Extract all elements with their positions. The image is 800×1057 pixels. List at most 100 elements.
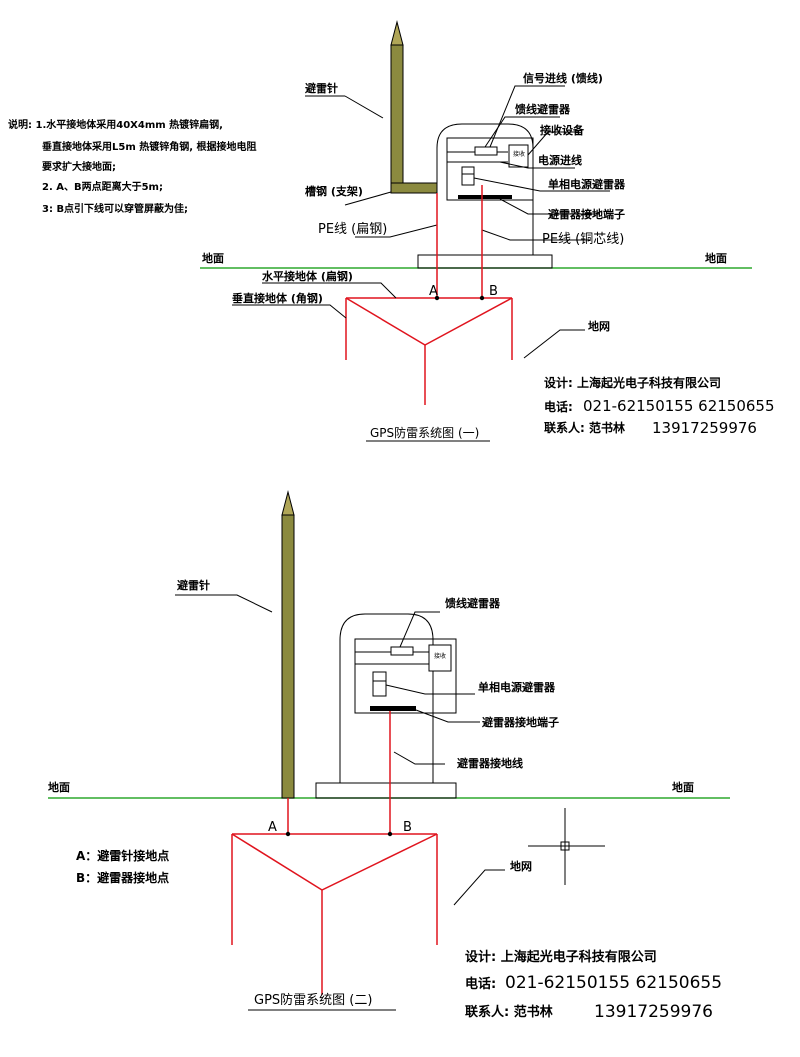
- contact-block-2: 设计: 上海起光电子科技有限公司 电话: 021-62150155 621506…: [465, 949, 722, 1022]
- diagram-2: 地面 地面 避雷针 接收 馈线避雷器 单相电源避雷器 避雷器接地: [48, 490, 730, 1022]
- ground-label-left-2: 地面: [48, 780, 70, 794]
- receiver-box-text: 接收: [513, 150, 525, 158]
- diagram-2-title: GPS防雷系统图 (二): [254, 992, 372, 1008]
- leader-vertical-electrode: [232, 304, 347, 319]
- lightning-rod-2: [281, 490, 295, 799]
- cabinet-base: [417, 254, 553, 269]
- label-arrester-terminal: 避雷器接地端子: [548, 207, 625, 221]
- label-pe-line-flat: PE线 (扁钢): [318, 222, 387, 237]
- grounding-grid-2: [231, 833, 438, 995]
- leader-channel-steel: [344, 191, 392, 206]
- label-feeder-arrester: 馈线避雷器: [515, 102, 571, 116]
- leader-feeder-arrester: [484, 116, 560, 148]
- contact-phone-label-2: 电话:: [465, 976, 496, 992]
- note-line-5: 3: B点引下线可以穿管屏蔽为佳;: [42, 202, 188, 215]
- point-a-dot: [434, 295, 440, 301]
- receiver-box-text-2: 接收: [434, 652, 446, 660]
- label-point-a: A: [429, 284, 438, 299]
- label-feeder-arrester-2: 馈线避雷器: [445, 596, 501, 610]
- leader-single-phase-2: [385, 684, 475, 695]
- cabinet-base-2: [315, 782, 457, 799]
- equipment-cabinet: 接收: [417, 123, 553, 269]
- single-phase-arrester-device: [461, 166, 475, 186]
- feeder-arrester-device-2: [390, 646, 414, 656]
- feeder-arrester-device: [474, 146, 498, 156]
- label-vertical-electrode: 垂直接地体 (角钢): [232, 291, 323, 305]
- legend-point-a: A：避雷针接地点: [76, 848, 169, 863]
- equipment-panel: [446, 137, 534, 201]
- legend-point-b: B：避雷器接地点: [76, 870, 169, 885]
- point-b-dot-2: [387, 831, 393, 837]
- label-arrester-terminal-2: 避雷器接地端子: [482, 715, 559, 729]
- leader-single-phase: [473, 177, 610, 192]
- leader-pe-flat: [355, 224, 438, 238]
- note-line-3: 要求扩大接地面;: [42, 160, 116, 173]
- contact-phone-label-1: 电话:: [544, 399, 573, 414]
- label-horizontal-electrode: 水平接地体 (扁钢): [262, 269, 353, 283]
- leader-lightning-rod-2: [175, 594, 273, 613]
- cabinet-body: [436, 123, 534, 255]
- rod-shaft: [390, 44, 404, 184]
- leader-ground-grid: [523, 329, 585, 359]
- rod-tip-2: [281, 490, 295, 516]
- label-ground-grid-2: 地网: [510, 859, 532, 873]
- leader-pe-copper: [481, 229, 590, 241]
- lightning-rod: [390, 20, 438, 194]
- ground-label-left: 地面: [202, 251, 224, 265]
- leader-arrester-terminal-2: [415, 709, 480, 723]
- receiver-box: [508, 144, 529, 168]
- label-channel-steel: 槽钢 (支架): [305, 184, 363, 198]
- label-power-in: 电源进线: [538, 153, 582, 167]
- equipment-panel-2: [354, 638, 457, 714]
- label-pe-line-copper: PE线 (铜芯线): [542, 232, 624, 247]
- label-single-phase-arrester: 单相电源避雷器: [548, 177, 626, 191]
- leader-power-in: [499, 161, 575, 169]
- note-line-4: 2. A、B两点距离大于5m;: [42, 180, 163, 193]
- crosshair-symbol: [528, 808, 605, 885]
- contact-person-1: 联系人: 范书林: [544, 420, 625, 435]
- grounding-grid: [345, 297, 513, 405]
- point-b-dot: [479, 295, 485, 301]
- label-arrester-ground-wire: 避雷器接地线: [457, 756, 523, 770]
- ground-label-right: 地面: [705, 251, 727, 265]
- rod-tip: [390, 20, 404, 46]
- leader-arrester-ground-wire: [393, 751, 445, 765]
- leader-lightning-rod: [344, 95, 384, 119]
- cabinet-body-2: [339, 613, 434, 783]
- receiver-box-2: [428, 644, 452, 672]
- contact-mobile-1: 13917259976: [652, 419, 757, 437]
- point-legend: A：避雷针接地点 B：避雷器接地点: [76, 848, 169, 885]
- note-line-2: 垂直接地体采用L5m 热镀锌角钢, 根据接地电阻: [42, 140, 257, 153]
- contact-design-2: 设计: 上海起光电子科技有限公司: [465, 949, 657, 965]
- contact-person-2: 联系人: 范书林: [465, 1004, 553, 1020]
- diagram-1: 说明: 1.水平接地体采用40X4mm 热镀锌扁钢, 垂直接地体采用L5m 热镀…: [8, 20, 775, 442]
- leader-horizontal-electrode: [262, 282, 397, 299]
- single-phase-arrester-device-2: [372, 671, 387, 697]
- label-point-b: B: [489, 284, 498, 299]
- ground-label-right-2: 地面: [672, 780, 694, 794]
- notes-block: 说明: 1.水平接地体采用40X4mm 热镀锌扁钢, 垂直接地体采用L5m 热镀…: [8, 118, 257, 215]
- label-signal-line: 信号进线 (馈线): [523, 71, 603, 85]
- arrester-terminal-strip: [458, 195, 512, 199]
- contact-phone-2: 021-62150155 62150655: [505, 973, 722, 993]
- leader-ground-grid-2: [453, 869, 505, 906]
- rod-shaft-2: [281, 514, 295, 799]
- contact-design-1: 设计: 上海起光电子科技有限公司: [544, 375, 721, 390]
- label-point-b-2: B: [403, 820, 412, 835]
- label-ground-grid: 地网: [588, 319, 610, 333]
- diagram-1-title: GPS防雷系统图 (一): [370, 425, 479, 440]
- leader-feeder-arrester-2: [399, 611, 440, 648]
- equipment-cabinet-2: 接收: [315, 613, 457, 799]
- label-lightning-rod-2: 避雷针: [177, 578, 210, 592]
- label-lightning-rod: 避雷针: [305, 81, 338, 95]
- contact-block-1: 设计: 上海起光电子科技有限公司 电话: 021-62150155 621506…: [544, 375, 775, 437]
- label-receiver: 接收设备: [540, 123, 585, 137]
- leader-arrester-terminal: [499, 198, 600, 215]
- contact-mobile-2: 13917259976: [594, 1002, 713, 1022]
- label-single-phase-arrester-2: 单相电源避雷器: [478, 680, 556, 694]
- point-a-dot-2: [285, 831, 291, 837]
- arrester-terminal-strip-2: [370, 706, 416, 711]
- leader-receiver: [527, 131, 578, 156]
- label-point-a-2: A: [268, 820, 277, 835]
